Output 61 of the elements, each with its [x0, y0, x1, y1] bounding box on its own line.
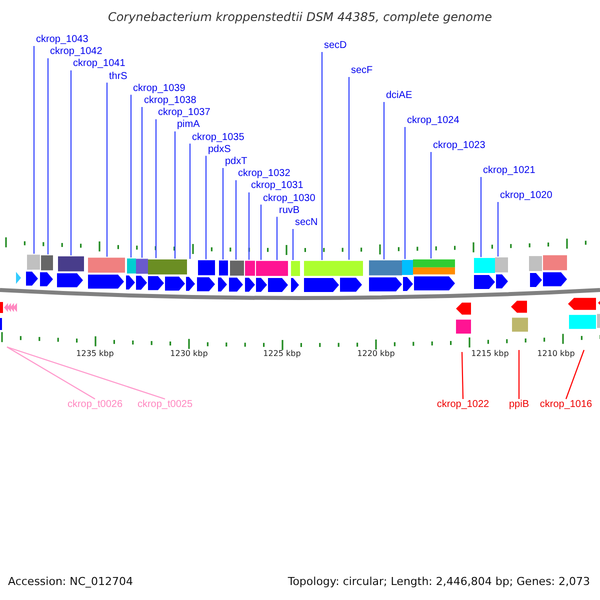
- genome-summary-text: Topology: circular; Length: 2,446,804 bp; Genes: 2,073: [288, 575, 590, 588]
- leader-line: [321, 52, 323, 260]
- scale-label: 1225 kbp: [262, 349, 302, 359]
- leader-line: [6, 346, 166, 400]
- leader-line: [292, 229, 294, 260]
- gene-label: secF: [348, 65, 373, 77]
- accession-text: Accession: NC_012704: [8, 575, 134, 588]
- gene-label: pdxS: [205, 144, 231, 156]
- leader-line: [497, 202, 499, 257]
- gene-label: secD: [321, 40, 347, 52]
- leader-line: [518, 350, 520, 399]
- leader-line: [106, 82, 108, 257]
- scale-label: 1230 kbp: [169, 349, 209, 359]
- leader-line: [404, 127, 406, 260]
- leader-line: [430, 152, 432, 258]
- gene-label: pimA: [174, 119, 200, 132]
- map-title: Corynebacterium kroppenstedtii DSM 44385, complete genome: [106, 10, 494, 24]
- leader-line: [6, 346, 96, 400]
- leader-line: [480, 177, 482, 258]
- leader-line: [260, 204, 262, 260]
- gene-label: ruvB: [276, 204, 300, 217]
- gene-label: ckrop_1020: [497, 190, 552, 202]
- scale-label: 1210 kbp: [536, 349, 576, 359]
- leader-line: [141, 107, 143, 258]
- gene-label: thrS: [106, 70, 128, 83]
- leader-line: [222, 168, 224, 260]
- leader-line: [189, 144, 191, 259]
- leader-line: [205, 156, 207, 260]
- gene-label: ckrop_1035: [189, 132, 244, 144]
- leader-line: [155, 119, 157, 258]
- leader-line: [174, 131, 176, 259]
- leader-line: [461, 352, 464, 400]
- gene-label: ckrop_1041: [70, 58, 126, 70]
- gene-label: ckrop_1022: [423, 399, 503, 411]
- leader-line: [235, 180, 237, 260]
- gene-label: ckrop_1042: [47, 46, 102, 58]
- gene-label: ckrop_1024: [404, 115, 460, 127]
- gene-label: ckrop_1031: [248, 180, 304, 192]
- gene-label: ckrop_1021: [480, 165, 536, 177]
- gene-label: ckrop_1043: [33, 34, 88, 46]
- leader-line: [276, 216, 278, 260]
- scale-label: 1220 kbp: [356, 349, 396, 359]
- leader-line: [70, 70, 72, 256]
- gene-label: ckrop_1037: [155, 107, 210, 120]
- gene-label: ckrop_1032: [235, 168, 290, 180]
- gene-label: secN: [292, 217, 318, 229]
- gene-label: pdxT: [222, 156, 248, 168]
- gene-label: ckrop_1039: [130, 82, 186, 95]
- leader-line: [130, 94, 132, 258]
- gene-label: ckrop_1030: [260, 192, 316, 205]
- scale-label: 1215 kbp: [470, 349, 510, 359]
- leader-line: [47, 58, 49, 254]
- leader-line: [383, 102, 385, 260]
- leader-line: [348, 77, 350, 260]
- scale-label: 1235 kbp: [75, 349, 115, 359]
- gene-label: ckrop_1023: [430, 140, 486, 152]
- leader-line: [248, 192, 250, 260]
- leader-line: [33, 46, 35, 254]
- gene-label: ckrop_1038: [141, 95, 196, 107]
- gene-label: dciAE: [383, 90, 412, 102]
- leader-line: [565, 350, 585, 400]
